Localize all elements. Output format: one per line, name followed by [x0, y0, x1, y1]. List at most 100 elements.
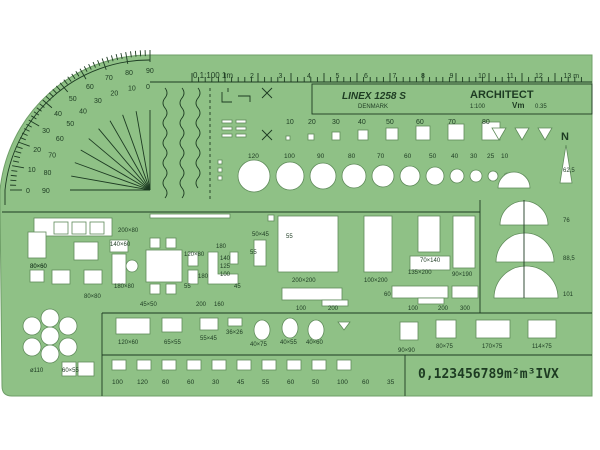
protractor-tick — [14, 155, 21, 159]
square-cutout — [415, 125, 431, 141]
circle-cutout — [275, 161, 305, 191]
protractor-tick — [23, 128, 30, 132]
protractor-outer-label: 0 — [26, 188, 30, 195]
title-label: ARCHITECT — [470, 89, 534, 101]
sanitary-label: 80×75 — [436, 344, 454, 350]
protractor-outer-label: 50 — [69, 96, 77, 103]
circle-cutout — [341, 163, 367, 189]
protractor-tick — [110, 55, 114, 62]
table-label: 125 — [220, 264, 231, 270]
ruler-label: 3 — [279, 73, 283, 80]
square-cutout — [447, 123, 465, 141]
square-cutout — [331, 131, 341, 141]
protractor-tick — [115, 54, 119, 61]
bottom-label: 35 — [387, 379, 395, 386]
scale-label: 1:100 — [470, 104, 486, 110]
protractor-tick — [26, 123, 32, 128]
bottom-label: 120 — [137, 379, 148, 386]
bed-label: 200×200 — [292, 278, 316, 284]
bed-label: 135×200 — [408, 270, 432, 276]
protractor-tick — [21, 132, 28, 136]
protractor-outer-label: 90 — [146, 68, 154, 75]
protractor-tick — [11, 170, 18, 172]
square-cutout — [385, 127, 399, 141]
ruler-label: 9 — [450, 73, 454, 80]
ruler-label: 12 — [535, 73, 543, 80]
protractor-tick — [55, 85, 61, 91]
protractor-outer-label: 10 — [28, 167, 36, 174]
left-label: ø110 — [30, 368, 44, 374]
protractor-ray — [80, 149, 151, 191]
protractor-tick — [92, 61, 96, 68]
protractor-tick — [97, 60, 101, 66]
pen-label: 0.35 — [535, 104, 547, 110]
number-stencil: 0,123456789m²m³IVX — [418, 367, 559, 382]
protractor-tick — [12, 160, 20, 163]
protractor-tick — [59, 82, 69, 93]
ruler-label: 4 — [307, 73, 311, 80]
protractor-ray — [88, 138, 151, 191]
protractor-inner-label: 90 — [42, 188, 50, 195]
square-cutout — [285, 135, 291, 141]
protractor-tick — [134, 50, 137, 57]
square-label: 10 — [286, 119, 294, 126]
protractor-tick — [42, 99, 53, 109]
table-label: 55 — [286, 234, 293, 240]
arc-label: 88,5 — [563, 256, 575, 262]
bottom-label: 45 — [237, 379, 245, 386]
protractor-inner-label: 60 — [56, 136, 64, 143]
bottom-label: 100 — [337, 379, 348, 386]
bath-label: 200 — [328, 306, 339, 312]
bath-label: 200 — [438, 306, 449, 312]
protractor-outer-label: 70 — [105, 75, 113, 82]
protractor-tick — [48, 92, 54, 98]
circle-label: 80 — [348, 153, 356, 160]
table-label: 160 — [214, 302, 225, 308]
protractor-inner-label: 30 — [94, 98, 102, 105]
circle-label: 50 — [429, 153, 437, 160]
table-label: 180 — [216, 244, 227, 250]
circle-cutout — [469, 169, 483, 183]
left-label: 80×60 — [30, 264, 48, 270]
protractor-tick — [10, 174, 17, 177]
protractor-tick — [16, 146, 23, 150]
square-cutout — [357, 129, 369, 141]
ruler-label: 7 — [393, 73, 397, 80]
table-label: 50×45 — [252, 232, 270, 238]
ruler-start-label: 0 1:100 1m — [193, 71, 233, 80]
protractor-ray — [71, 175, 151, 191]
protractor-tick — [45, 95, 51, 101]
table-label: 200×80 — [118, 228, 139, 234]
protractor-outer-label: 40 — [54, 111, 62, 118]
circle-label: 100 — [284, 153, 295, 160]
pen-symbol: Vm — [512, 101, 524, 110]
protractor-tick — [39, 103, 45, 108]
circle-label: 120 — [248, 153, 259, 160]
sanitary-label: 55×45 — [200, 336, 218, 342]
protractor-tick — [63, 79, 68, 85]
arc-label: 62,5 — [563, 168, 575, 174]
circle-label: 40 — [451, 153, 459, 160]
table-label: 55 — [184, 284, 191, 290]
bottom-label: 50 — [312, 379, 320, 386]
protractor-tick — [130, 51, 132, 58]
circle-label: 60 — [404, 153, 412, 160]
bed-label: 70×140 — [420, 258, 441, 264]
circle-label: 70 — [377, 153, 385, 160]
section-dividers — [2, 200, 592, 396]
protractor-inner-label: 70 — [48, 152, 56, 159]
circle-label: 10 — [501, 153, 509, 160]
protractor-tick — [28, 119, 40, 127]
protractor-tick — [101, 58, 107, 70]
protractor-tick — [79, 68, 87, 80]
square-label: 50 — [386, 119, 394, 126]
bottom-label: 60 — [162, 379, 170, 386]
bottom-label: 60 — [187, 379, 195, 386]
protractor-inner-label: 0 — [146, 84, 150, 91]
sanitary-row — [115, 317, 557, 341]
